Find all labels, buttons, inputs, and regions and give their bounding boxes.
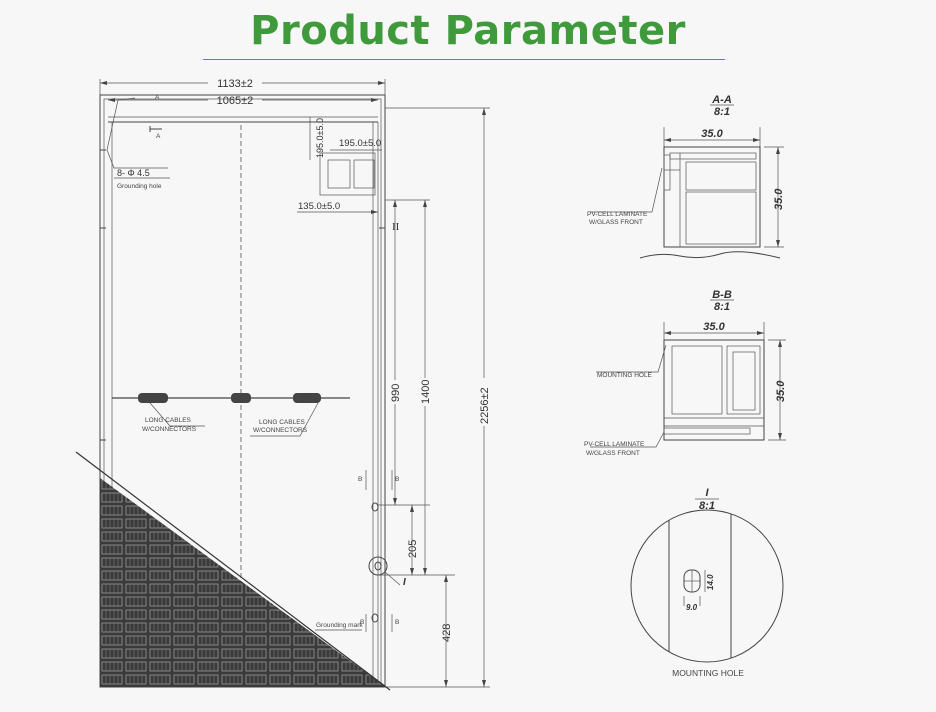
width-inner-label: 1065±2 xyxy=(217,95,254,107)
cable-label-2b: W/CONNECTORS xyxy=(253,427,308,434)
detail-i-circle-large xyxy=(630,509,784,663)
cable-label-1a: LONG CABLES xyxy=(145,417,192,424)
dim-990-label: 990 xyxy=(390,384,402,402)
detail-i: I 8:1 14.0 9.0 MOUNTING HOLE xyxy=(630,487,784,678)
section-bb: B-B 8:1 35.0 35.0 MOUNTING HOLE xyxy=(584,289,787,457)
connector-right xyxy=(293,393,321,403)
junction-box xyxy=(319,152,376,196)
cell-pattern-cutaway xyxy=(100,478,386,687)
front-view: 1133±2 1065±2 A A 8- Φ 4.5 Grounding hol… xyxy=(75,78,492,691)
section-b-marker-right-lower: B xyxy=(395,619,399,626)
width-overall-label: 1133±2 xyxy=(217,78,253,90)
connector-left xyxy=(138,393,168,403)
section-aa-label-b: W/GLASS FRONT xyxy=(589,219,643,226)
detail-i-marker: I xyxy=(403,577,406,588)
jbox-horizontal-dim: 195.0±5.0 xyxy=(339,138,381,149)
section-a-marker-top: A xyxy=(155,94,160,101)
dim-1400-label: 1400 xyxy=(420,380,432,404)
dim-2256-label: 2256±2 xyxy=(479,387,491,424)
page-title: Product Parameter xyxy=(250,8,686,54)
frame-profile-aa xyxy=(663,146,761,248)
section-bb-width: 35.0 xyxy=(703,321,725,333)
cable-label-2a: LONG CABLES xyxy=(259,419,306,426)
title-underline xyxy=(203,59,725,60)
section-bb-mounting-hole: MOUNTING HOLE xyxy=(597,372,653,379)
section-a-marker-bottom: A xyxy=(156,133,161,140)
section-bb-title: B-B xyxy=(712,289,732,301)
jbox-offset-dim: 135.0±5.0 xyxy=(298,201,340,212)
section-aa: A-A 8:1 35.0 35.0 PV-CELL LAMINAT xyxy=(587,94,785,259)
frame-profile-bb xyxy=(663,339,765,441)
detail-i-dim-14: 14.0 xyxy=(706,574,715,590)
section-aa-scale: 8:1 xyxy=(714,106,730,118)
section-aa-title: A-A xyxy=(711,94,732,106)
cables: LONG CABLES W/CONNECTORS LONG CABLES W/C… xyxy=(112,393,350,437)
detail-ii-marker: II xyxy=(392,221,400,233)
section-b-marker-right-upper: B xyxy=(395,476,399,483)
detail-i-caption: MOUNTING HOLE xyxy=(672,668,744,678)
section-b-marker-left-upper: B xyxy=(358,476,362,483)
section-bb-label-b: W/GLASS FRONT xyxy=(586,450,640,457)
cable-label-1b: W/CONNECTORS xyxy=(142,426,197,433)
detail-i-title: I xyxy=(705,487,709,499)
grounding-mark-label: Grounding mark xyxy=(316,622,363,629)
detail-i-dim-9: 9.0 xyxy=(686,603,698,612)
connector-center xyxy=(231,393,251,403)
holes-label: 8- Φ 4.5 xyxy=(117,168,150,178)
section-b-marker-left-lower: B xyxy=(360,619,364,626)
dim-205-label: 205 xyxy=(407,540,419,558)
section-aa-height: 35.0 xyxy=(773,188,785,210)
section-bb-label-a: PV-CELL LAMINATE xyxy=(584,441,645,448)
dim-428-label: 428 xyxy=(441,624,453,642)
section-bb-scale: 8:1 xyxy=(714,301,730,313)
jbox-vertical-dim: 195.0±5.0 xyxy=(315,118,325,158)
cutaway-line xyxy=(75,451,391,691)
section-bb-height: 35.0 xyxy=(775,380,787,402)
section-aa-label-a: PV-CELL LAMINATE xyxy=(587,211,648,218)
detail-i-circle xyxy=(368,556,388,576)
section-aa-width: 35.0 xyxy=(701,128,723,140)
detail-i-scale: 8:1 xyxy=(699,500,715,512)
grounding-hole-label: Grounding hole xyxy=(117,183,162,190)
